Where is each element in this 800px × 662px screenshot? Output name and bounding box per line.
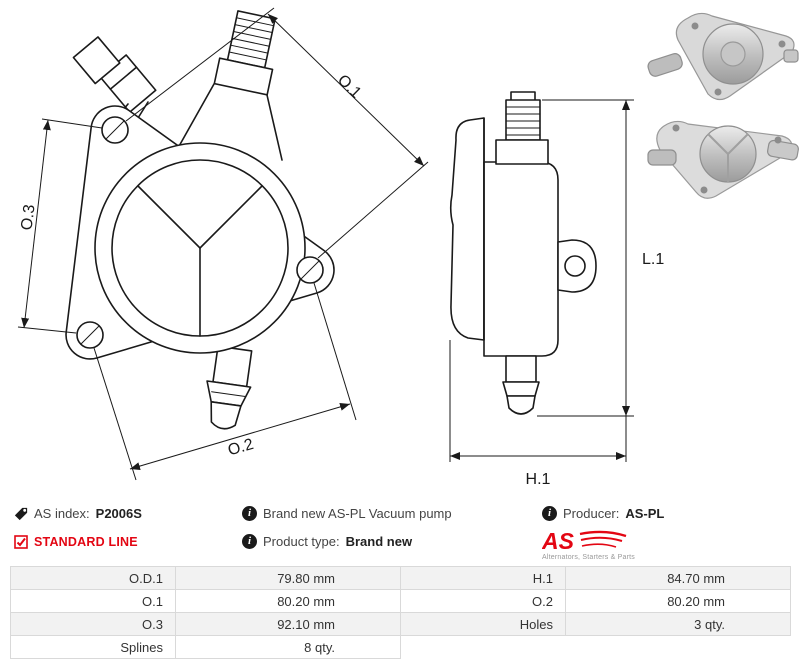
spec-label: O.3 bbox=[10, 612, 176, 636]
technical-drawing-area: O.1 O.3 O.2 bbox=[17, 7, 799, 488]
standard-line-label: STANDARD LINE bbox=[34, 534, 138, 549]
spec-value: 79.80 mm bbox=[175, 566, 401, 590]
spec-row: O.D.1 79.80 mm H.1 84.70 mm bbox=[10, 566, 791, 590]
spec-value: 8 qty. bbox=[175, 635, 401, 659]
info-column-2: i Brand new AS-PL Vacuum pump i Product … bbox=[242, 503, 542, 561]
info-column-1: AS index: P2006S STANDARD LINE bbox=[14, 503, 242, 561]
technical-drawing: O.1 O.3 O.2 bbox=[17, 7, 799, 488]
product-info: AS index: P2006S STANDARD LINE i Brand n… bbox=[14, 503, 790, 561]
spec-value: 80.20 mm bbox=[175, 589, 401, 613]
info-icon: i bbox=[242, 534, 257, 549]
spec-value: 92.10 mm bbox=[175, 612, 401, 636]
info-icon: i bbox=[242, 506, 257, 521]
as-index-label: AS index: bbox=[34, 506, 90, 521]
spec-row: O.1 80.20 mm O.2 80.20 mm bbox=[10, 589, 791, 613]
front-view-drawing bbox=[65, 10, 335, 430]
as-index-line: AS index: P2006S bbox=[14, 503, 242, 524]
tag-icon bbox=[14, 507, 28, 520]
producer-value: AS-PL bbox=[625, 506, 665, 521]
product-photo-2 bbox=[647, 120, 799, 199]
spec-label: O.D.1 bbox=[10, 566, 176, 590]
side-view-drawing bbox=[449, 91, 597, 415]
info-icon: i bbox=[542, 506, 557, 521]
info-column-3: i Producer: AS-PL AS Alternators, Starte… bbox=[542, 503, 790, 561]
product-type-line: i Product type: Brand new bbox=[242, 531, 542, 552]
producer-label: Producer: bbox=[563, 506, 620, 521]
side-view-dimensions bbox=[449, 99, 634, 462]
empty-cell bbox=[565, 635, 791, 659]
spec-label: Splines bbox=[10, 635, 176, 659]
checkbox-checked-icon bbox=[14, 534, 28, 549]
spec-row: Splines 8 qty. bbox=[10, 635, 791, 659]
spec-value: 3 qty. bbox=[565, 612, 791, 636]
logo-subtext: Alternators, Starters & Parts bbox=[542, 554, 635, 561]
empty-cell bbox=[400, 635, 566, 659]
as-pl-logo: AS Alternators, Starters & Parts bbox=[542, 529, 790, 561]
front-view-dimensions bbox=[17, 7, 429, 481]
dimension-label-o1: O.1 bbox=[334, 72, 364, 102]
product-type-label: Product type: bbox=[263, 534, 340, 549]
product-type-value: Brand new bbox=[345, 534, 413, 549]
spec-label: O.1 bbox=[10, 589, 176, 613]
description-line: i Brand new AS-PL Vacuum pump bbox=[242, 503, 542, 524]
dimension-label-o2: O.2 bbox=[226, 436, 256, 459]
producer-line: i Producer: AS-PL bbox=[542, 503, 790, 524]
spec-row: O.3 92.10 mm Holes 3 qty. bbox=[10, 612, 791, 636]
as-index-value: P2006S bbox=[95, 506, 142, 521]
spec-label: Holes bbox=[400, 612, 566, 636]
spec-label: H.1 bbox=[400, 566, 566, 590]
dimension-label-o3: O.3 bbox=[19, 204, 39, 232]
product-photo-1 bbox=[647, 12, 799, 101]
spec-table: O.D.1 79.80 mm H.1 84.70 mm O.1 80.20 mm… bbox=[10, 566, 791, 659]
dimension-label-h1: H.1 bbox=[526, 471, 551, 488]
dimension-label-l1: L.1 bbox=[642, 251, 664, 268]
as-logo-mark: AS bbox=[542, 529, 627, 553]
spec-label: O.2 bbox=[400, 589, 566, 613]
standard-line-row: STANDARD LINE bbox=[14, 531, 242, 552]
spec-value: 80.20 mm bbox=[565, 589, 791, 613]
spec-value: 84.70 mm bbox=[565, 566, 791, 590]
logo-text: AS bbox=[542, 529, 575, 553]
product-description: Brand new AS-PL Vacuum pump bbox=[263, 506, 452, 521]
